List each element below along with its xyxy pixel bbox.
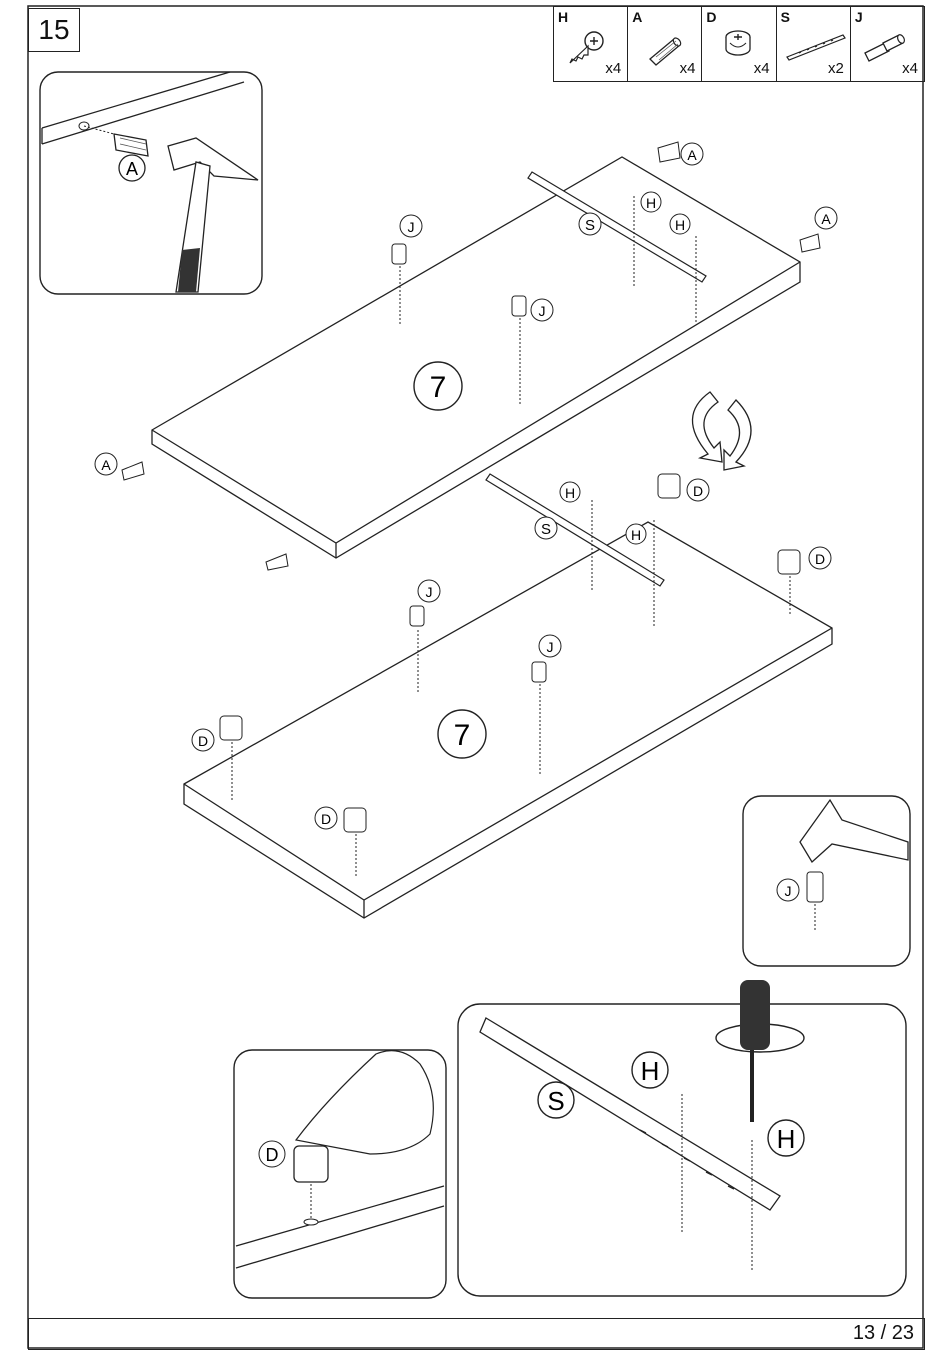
label-h: H — [565, 485, 575, 501]
label-s: S — [585, 217, 595, 234]
label-d: D — [266, 1145, 279, 1165]
slide-screwdriver-detail: S H H — [458, 980, 906, 1296]
part-d: D x4 — [702, 7, 776, 81]
part-a-qty: x4 — [680, 60, 696, 77]
part-h-qty: x4 — [605, 60, 621, 77]
part-s-qty: x2 — [828, 60, 844, 77]
label-s: S — [547, 1086, 564, 1116]
bottom-panel-number: 7 — [454, 719, 471, 752]
part-h: H x4 — [554, 7, 628, 81]
top-panel-number: 7 — [430, 371, 447, 404]
dowel-hammer-detail: A — [40, 72, 262, 294]
part-j-qty: x4 — [902, 60, 918, 77]
label-h: H — [631, 527, 641, 543]
label-d: D — [693, 483, 703, 499]
label-j: J — [426, 584, 433, 600]
bottom-panel: 7 S H H D D D D — [184, 474, 832, 918]
label-a: A — [126, 159, 138, 179]
top-panel: 7 S H H A A A J — [95, 142, 837, 570]
label-j: J — [547, 639, 554, 655]
part-d-qty: x4 — [754, 60, 770, 77]
label-a: A — [687, 147, 697, 163]
label-d: D — [815, 551, 825, 567]
label-a: A — [821, 211, 831, 227]
label-s: S — [541, 521, 551, 538]
label-a: A — [101, 457, 111, 473]
label-d: D — [198, 733, 208, 749]
step-number: 15 — [28, 8, 80, 52]
rotate-arrows-icon — [692, 392, 751, 470]
step-number-label: 15 — [38, 14, 69, 46]
label-j: J — [539, 303, 546, 319]
label-h: H — [675, 217, 685, 233]
part-j: J x4 — [851, 7, 924, 81]
part-a: A x4 — [628, 7, 702, 81]
parts-list: H x4 A x4 D x4 — [553, 6, 925, 82]
page-footer: 13 / 23 — [28, 1318, 925, 1350]
part-s: S x2 — [777, 7, 851, 81]
page-border — [28, 6, 923, 1348]
label-h: H — [646, 195, 656, 211]
cam-lock-detail: D — [234, 1050, 446, 1298]
label-j: J — [785, 883, 792, 899]
page-number: 13 / 23 — [853, 1322, 914, 1345]
label-d: D — [321, 811, 331, 827]
label-h: H — [777, 1124, 796, 1154]
label-j: J — [408, 219, 415, 235]
pin-hammer-detail: J — [743, 796, 910, 966]
label-h: H — [641, 1056, 660, 1086]
